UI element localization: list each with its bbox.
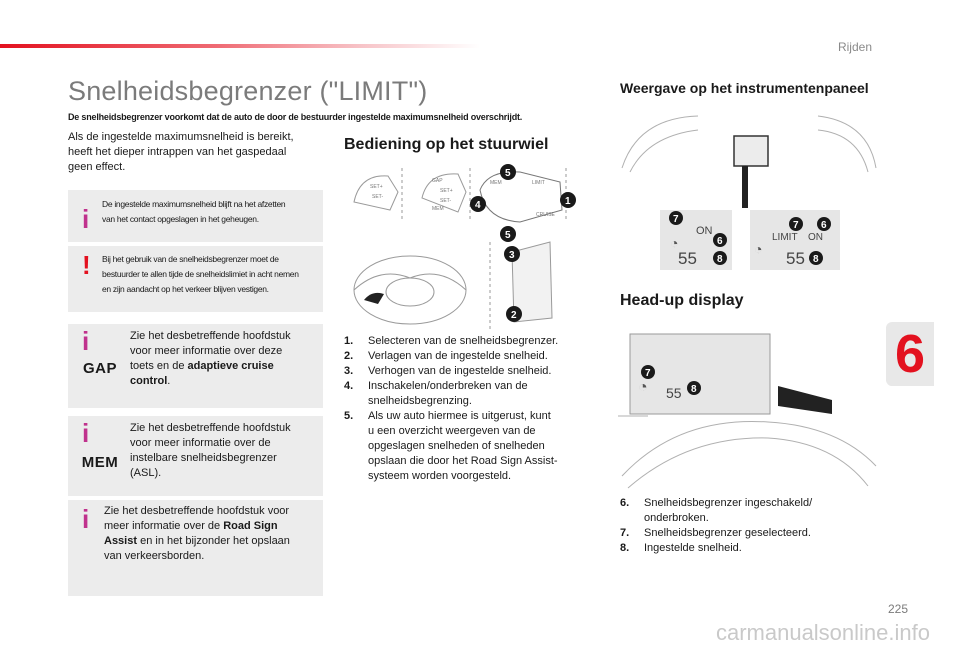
svg-text:6: 6	[821, 220, 827, 231]
svg-text:1: 1	[565, 196, 571, 207]
chapter-color-bar	[0, 44, 480, 48]
note-warning: ! Bij het gebruik van de snelheidsbegren…	[68, 246, 323, 312]
note-road-sign-assist: i Zie het desbetreffende hoofdstuk voor …	[68, 500, 323, 596]
list-item: 1.Selecteren van de snelheidsbegrenzer.	[344, 335, 559, 347]
note-mem: i MEM Zie het desbetreffende hoofdstuk v…	[68, 416, 323, 496]
svg-text:8: 8	[813, 254, 819, 265]
head-up-display-illustration: ◔ 55 7 8	[618, 326, 880, 492]
speedometer-icon: ◔	[638, 379, 648, 396]
svg-text:LIMIT: LIMIT	[532, 180, 545, 186]
page-title: Snelheidsbegrenzer ("LIMIT")	[68, 76, 428, 106]
list-item: 2.Verlagen van de ingestelde snelheid.	[344, 350, 548, 362]
mem-badge: MEM	[81, 454, 119, 471]
list-item: 7.Snelheidsbegrenzer geselecteerd.	[620, 527, 811, 539]
svg-text:8: 8	[691, 384, 697, 395]
svg-text:MEM: MEM	[490, 180, 502, 186]
info-icon: i	[82, 504, 90, 534]
svg-text:5: 5	[505, 230, 511, 241]
list-item: 8.Ingestelde snelheid.	[620, 542, 742, 554]
svg-text:8: 8	[717, 254, 723, 265]
chapter-number: 6	[894, 324, 926, 384]
speedometer-icon: ◔	[754, 241, 762, 257]
svg-text:GAP: GAP	[432, 178, 443, 184]
svg-text:SET+: SET+	[370, 184, 383, 190]
svg-text:7: 7	[645, 368, 651, 379]
svg-text:55: 55	[786, 249, 805, 268]
svg-text:MEM: MEM	[432, 206, 444, 212]
svg-text:55: 55	[666, 385, 682, 401]
note-memory: i De ingestelde maximumsnelheid blijft n…	[68, 190, 323, 242]
svg-text:55: 55	[678, 249, 697, 268]
page-number: 225	[887, 602, 908, 616]
note-gap: i GAP Zie het desbetreffende hoofdstuk v…	[68, 324, 323, 408]
info-icon: i	[82, 326, 90, 356]
info-icon: i	[82, 418, 90, 448]
svg-text:5: 5	[505, 168, 511, 179]
svg-text:SET+: SET+	[440, 188, 453, 194]
hud-heading: Head-up display	[620, 292, 744, 309]
svg-text:ON: ON	[808, 232, 823, 243]
steering-controls-illustration: SET+ SET- GAP SET+ SET- MEM MEM LIMIT CR…	[340, 162, 590, 332]
section-name: Rijden	[837, 40, 872, 54]
intro-text: De snelheidsbegrenzer voorkomt dat de au…	[68, 112, 523, 122]
steering-heading: Bediening op het stuurwiel	[344, 136, 549, 153]
list-item: 6.Snelheidsbegrenzer ingeschakeld/onderb…	[620, 497, 813, 524]
svg-text:LIMIT: LIMIT	[772, 232, 798, 243]
steering-items-list: 1.Selecteren van de snelheidsbegrenzer. …	[344, 334, 594, 484]
instrument-panel-illustration: ◔ ON 55 7 6 8 ◔ LIMIT ON 55 7 6 8	[618, 108, 880, 278]
info-icon: i	[82, 204, 90, 234]
svg-text:3: 3	[509, 250, 515, 261]
speedometer-icon: ◔	[670, 235, 678, 251]
list-item: 5.Als uw auto hiermee is uitgerust, kunt…	[344, 410, 558, 482]
watermark: carmanualsonline.info	[715, 620, 930, 645]
svg-text:4: 4	[475, 200, 481, 211]
body-text: Als de ingestelde maximumsnelheid is ber…	[68, 131, 294, 173]
list-item: 3.Verhogen van de ingestelde snelheid.	[344, 365, 552, 377]
instrument-heading: Weergave op het instrumentenpaneel	[620, 80, 869, 96]
svg-text:2: 2	[511, 310, 517, 321]
svg-text:7: 7	[673, 214, 679, 225]
gap-badge: GAP	[82, 360, 117, 377]
hud-items-list: 6.Snelheidsbegrenzer ingeschakeld/onderb…	[620, 496, 860, 556]
svg-text:CRUISE: CRUISE	[536, 212, 556, 218]
warning-icon: !	[82, 250, 91, 280]
svg-text:7: 7	[793, 220, 799, 231]
svg-text:ON: ON	[696, 225, 713, 237]
svg-text:SET-: SET-	[372, 194, 383, 200]
svg-text:6: 6	[717, 236, 723, 247]
chapter-tab	[886, 322, 934, 386]
svg-text:SET-: SET-	[440, 198, 451, 204]
